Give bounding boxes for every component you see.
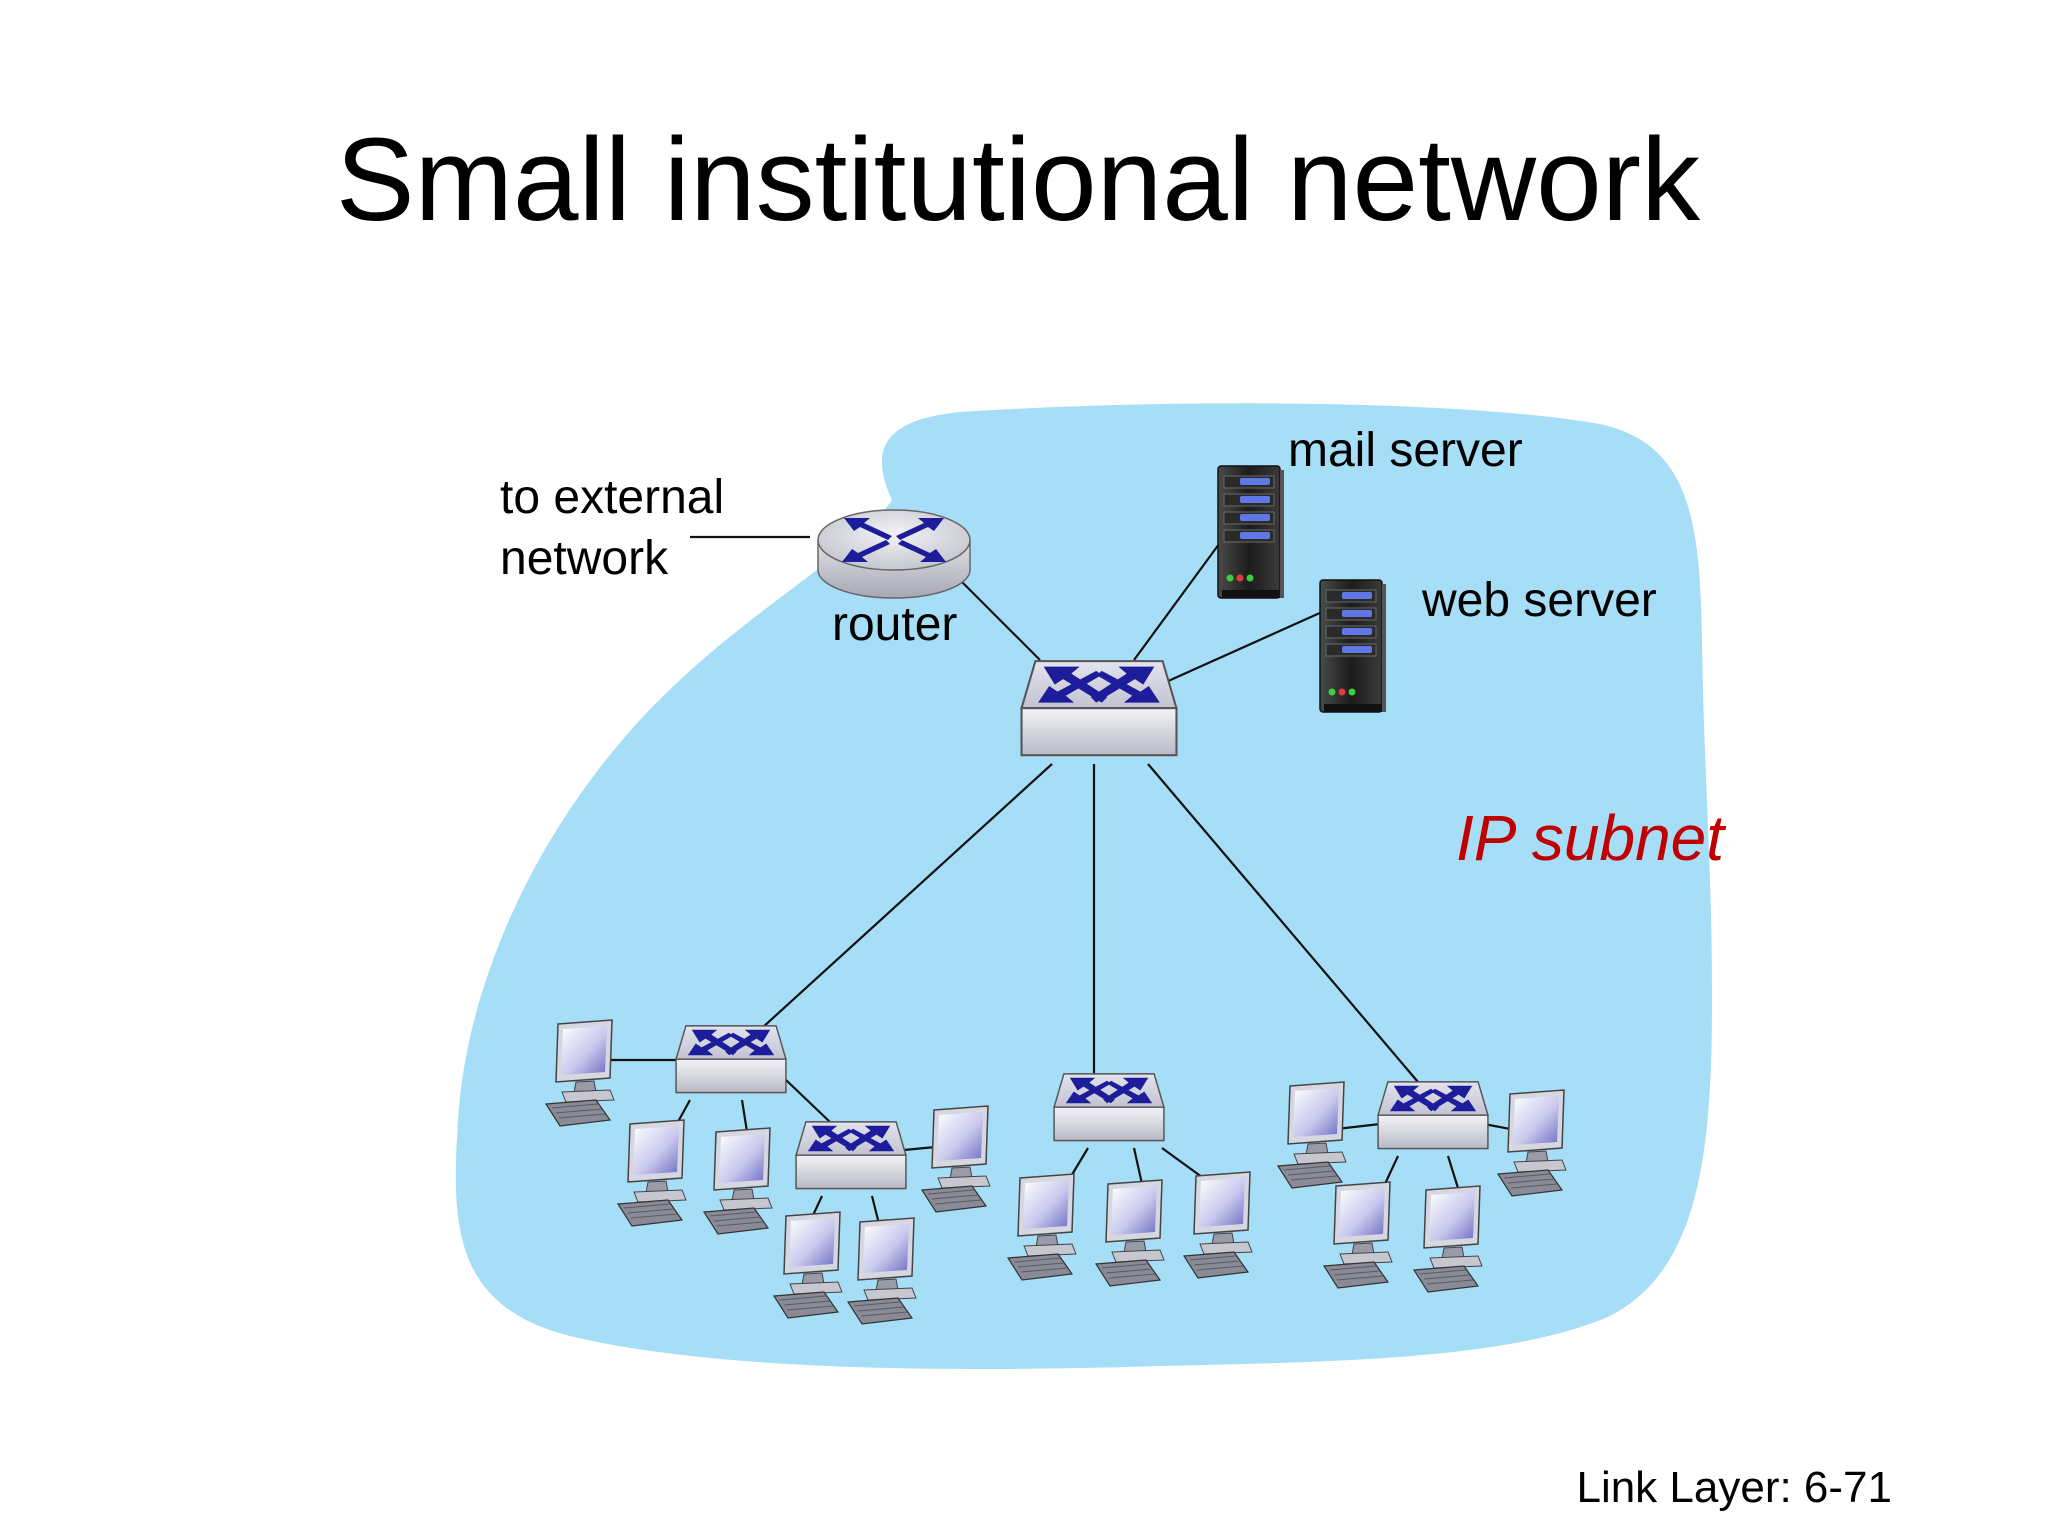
router-icon <box>817 509 971 599</box>
external-network-label-line2: network <box>500 532 669 585</box>
switch-icon-right <box>1377 1081 1489 1150</box>
switch-icon-middle <box>1053 1073 1165 1142</box>
slide-title: Small institutional network <box>336 114 1701 246</box>
mail-server-label: mail server <box>1288 424 1523 477</box>
switch-icon-left <box>675 1025 787 1094</box>
ip-subnet-label: IP subnet <box>1456 802 1726 874</box>
web-server-icon <box>1319 579 1387 713</box>
slide-footer: Link Layer: 6-71 <box>1576 1463 1892 1512</box>
router-label: router <box>832 598 957 651</box>
mail-server-icon <box>1217 465 1285 599</box>
main-switch-icon <box>1020 660 1178 757</box>
external-network-label-line1: to external <box>500 471 724 524</box>
switch-icon-left-lower <box>795 1121 907 1190</box>
web-server-label: web server <box>1421 574 1657 627</box>
